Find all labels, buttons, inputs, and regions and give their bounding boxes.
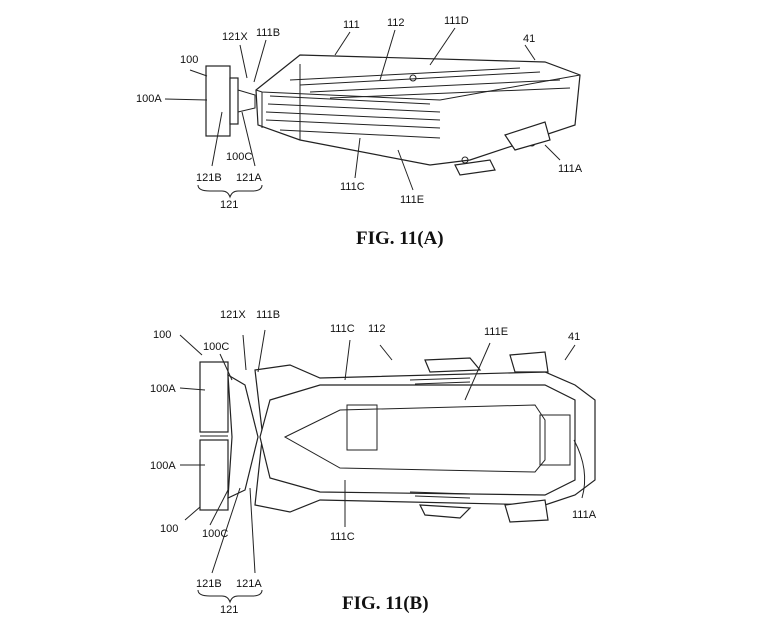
label-111e: 111E bbox=[400, 194, 424, 206]
battery-pack-a bbox=[255, 54, 581, 176]
label-100a-bottom: 100A bbox=[150, 460, 176, 472]
label-111a: 111A bbox=[572, 509, 597, 521]
label-121x: 121X bbox=[222, 31, 248, 43]
label-100c: 100C bbox=[226, 151, 252, 163]
label-111b: 111B bbox=[256, 309, 280, 321]
label-121x: 121X bbox=[220, 309, 246, 321]
leader-lines-b bbox=[179, 329, 586, 604]
label-111c-bottom: 111C bbox=[330, 531, 355, 543]
cell-stripes-b bbox=[409, 377, 471, 499]
figure-caption-a: FIG. 11(A) bbox=[356, 228, 444, 249]
label-100: 100 bbox=[180, 54, 198, 66]
figure-b: 121X 111B 100 100C 111C 112 111E 41 100A… bbox=[150, 309, 597, 616]
label-100-top: 100 bbox=[153, 329, 171, 341]
label-121b: 121B bbox=[196, 578, 222, 590]
label-100c-top: 100C bbox=[203, 341, 229, 353]
label-100a: 100A bbox=[136, 93, 162, 105]
label-112: 112 bbox=[368, 323, 386, 335]
connector-100-a bbox=[205, 65, 256, 137]
label-100a-top: 100A bbox=[150, 383, 176, 395]
label-100c-bottom: 100C bbox=[202, 528, 228, 540]
label-121a: 121A bbox=[236, 172, 262, 184]
label-112: 112 bbox=[387, 17, 405, 29]
figure-caption-b: FIG. 11(B) bbox=[342, 593, 429, 614]
label-111d: 111D bbox=[444, 15, 469, 27]
label-121a: 121A bbox=[236, 578, 262, 590]
cell-stripes bbox=[265, 64, 571, 140]
label-111e: 111E bbox=[484, 326, 508, 338]
label-111a: 111A bbox=[558, 163, 583, 175]
label-100-bottom: 100 bbox=[160, 523, 178, 535]
label-111c: 111C bbox=[340, 181, 365, 193]
label-111b: 111B bbox=[256, 27, 280, 39]
label-41: 41 bbox=[523, 33, 535, 45]
label-121: 121 bbox=[220, 604, 238, 616]
figure-a: 100 121X 111B 111 112 111D 41 100A 100C … bbox=[136, 15, 583, 249]
label-121b: 121B bbox=[196, 172, 222, 184]
label-111: 111 bbox=[343, 19, 360, 31]
battery-pack-b bbox=[254, 351, 596, 523]
leader-lines-a bbox=[164, 27, 561, 199]
label-111c-top: 111C bbox=[330, 323, 355, 335]
label-41: 41 bbox=[568, 331, 580, 343]
connector-100-b bbox=[199, 361, 259, 511]
label-121: 121 bbox=[220, 199, 238, 211]
